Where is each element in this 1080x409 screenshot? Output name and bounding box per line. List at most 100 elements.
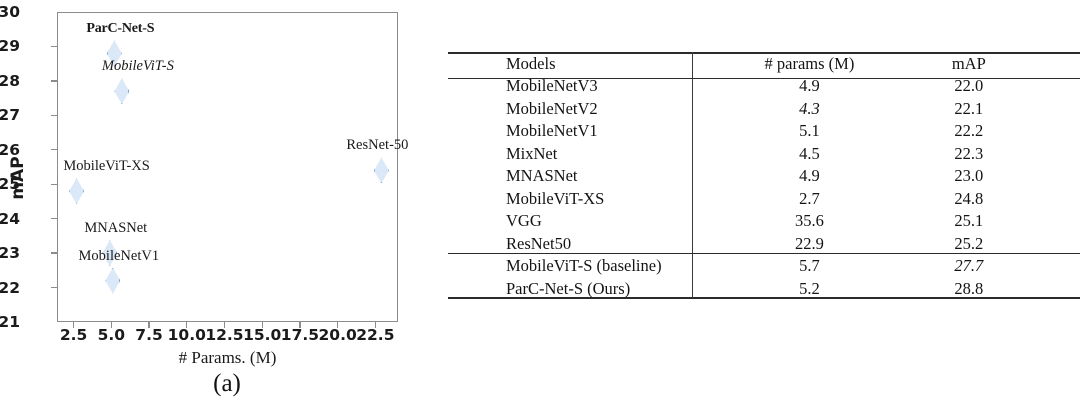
x-tick-mark bbox=[72, 322, 75, 328]
table-row: MNASNet 4.9 23.0 bbox=[448, 165, 1048, 188]
cell-map: 22.1 bbox=[954, 98, 984, 118]
scatter-point-label: MobileViT-S bbox=[101, 58, 174, 75]
scatter-point-label: MobileViT-XS bbox=[63, 158, 150, 175]
y-tick-mark bbox=[51, 114, 57, 117]
scatter-point-marker bbox=[105, 267, 121, 294]
cell-map: 27.7 bbox=[954, 256, 984, 275]
cell-model: MobileViT-XS bbox=[506, 188, 605, 208]
cell-model: ResNet50 bbox=[506, 233, 572, 253]
y-tick-mark bbox=[51, 183, 57, 185]
x-tick-mark bbox=[261, 322, 263, 328]
y-tick-label: 30 bbox=[0, 3, 20, 21]
cell-params: 2.7 bbox=[799, 188, 820, 208]
cell-model: MNASNet bbox=[506, 166, 578, 185]
table-row: MixNet 4.5 22.3 bbox=[448, 142, 1048, 165]
cell-map: 22.0 bbox=[954, 76, 984, 95]
x-tick-mark bbox=[299, 322, 301, 328]
scatter-point-label: MobileNetV1 bbox=[78, 247, 160, 264]
y-tick-label: 22 bbox=[0, 278, 20, 297]
scatter-point-label: MNASNet bbox=[84, 220, 148, 237]
cell-model: MobileViT-S (baseline) bbox=[506, 256, 662, 275]
table-bottom-rule bbox=[448, 297, 1080, 299]
table-group-rule bbox=[448, 253, 1080, 255]
x-tick-label: 2.5 bbox=[59, 326, 88, 344]
cell-params: 4.3 bbox=[799, 98, 820, 118]
y-tick-mark bbox=[51, 149, 57, 151]
table-row: MobileViT-S (baseline) 5.7 27.7 bbox=[448, 255, 1048, 278]
scatter-point-label: ParC-Net-S bbox=[86, 21, 155, 37]
scatter-point-marker bbox=[69, 178, 85, 205]
cell-map: 22.2 bbox=[954, 121, 984, 140]
column-header-map: mAP bbox=[951, 53, 986, 73]
table-header-row: Models # params (M) mAP bbox=[448, 52, 1048, 75]
table-row: MobileNetV2 4.3 22.1 bbox=[448, 97, 1048, 120]
y-axis-label: mAP bbox=[8, 156, 28, 200]
panel-a-caption: (a) bbox=[213, 370, 241, 397]
y-tick-label: 29 bbox=[0, 37, 20, 56]
cell-params: 5.7 bbox=[799, 256, 820, 275]
cell-map: 22.3 bbox=[954, 143, 984, 163]
table-row: MobileViT-XS 2.7 24.8 bbox=[448, 187, 1048, 210]
y-tick-mark bbox=[51, 45, 57, 48]
x-tick-label: 7.5 bbox=[135, 326, 163, 344]
results-table: Models # params (M) mAP MobileNetV3 4.9 22… bbox=[448, 52, 1048, 300]
figure-panel-b: Models # params (M) mAP MobileNetV3 4.9 22… bbox=[448, 0, 1080, 409]
cell-model: MixNet bbox=[506, 143, 558, 163]
cell-map: 24.8 bbox=[954, 188, 984, 208]
table-row: VGG 35.6 25.1 bbox=[448, 210, 1048, 233]
cell-map: 25.2 bbox=[954, 233, 984, 253]
y-tick-mark bbox=[51, 252, 57, 254]
cell-map: 25.1 bbox=[954, 211, 984, 230]
y-tick-mark bbox=[51, 286, 57, 289]
y-tick-label: 24 bbox=[0, 209, 20, 228]
column-header-params: # params (M) bbox=[764, 53, 855, 73]
scatter-point-marker bbox=[102, 240, 118, 267]
cell-model: MobileNetV1 bbox=[506, 121, 598, 140]
x-tick-mark bbox=[336, 322, 339, 328]
y-tick-label: 21 bbox=[0, 313, 20, 331]
table-header: Models # params (M) mAP bbox=[448, 52, 1048, 75]
x-tick-mark bbox=[223, 322, 226, 328]
y-tick-label: 23 bbox=[0, 244, 20, 263]
cell-params: 22.9 bbox=[794, 233, 824, 253]
table-row: MobileNetV3 4.9 22.0 bbox=[448, 75, 1048, 98]
cell-model: VGG bbox=[506, 211, 542, 230]
x-tick-mark bbox=[186, 322, 188, 328]
x-tick-mark bbox=[374, 322, 377, 328]
x-tick-mark bbox=[110, 322, 112, 328]
table-row: ResNet50 22.9 25.2 bbox=[448, 232, 1048, 255]
x-tick-mark bbox=[148, 322, 150, 328]
column-header-models: Models bbox=[506, 53, 556, 73]
cell-params: 4.5 bbox=[799, 143, 820, 163]
table-top-rule bbox=[448, 52, 1080, 54]
cell-model: MobileNetV2 bbox=[506, 98, 598, 118]
scatter-point-marker bbox=[106, 40, 122, 67]
x-tick-label: 5.0 bbox=[97, 326, 126, 344]
table-row: MobileNetV1 5.1 22.2 bbox=[448, 120, 1048, 143]
scatter-point-label: ResNet-50 bbox=[346, 137, 409, 154]
x-axis-label: # Params. (M) bbox=[178, 348, 277, 367]
cell-params: 4.9 bbox=[799, 166, 820, 185]
cell-params: 4.9 bbox=[799, 76, 820, 95]
scatter-point-marker bbox=[114, 78, 130, 105]
cell-map: 23.0 bbox=[954, 166, 984, 185]
y-tick-label: 25 bbox=[0, 175, 20, 194]
x-tick-label: 15.0 bbox=[243, 326, 282, 344]
cell-model: MobileNetV3 bbox=[506, 76, 598, 95]
table-column-separator bbox=[692, 52, 694, 298]
x-tick-label: 12.5 bbox=[205, 326, 244, 344]
cell-map: 28.8 bbox=[954, 278, 984, 298]
x-tick-label: 22.5 bbox=[356, 326, 395, 344]
x-tick-label: 10.0 bbox=[167, 326, 206, 344]
y-tick-mark bbox=[51, 80, 57, 82]
y-tick-label: 28 bbox=[0, 71, 20, 90]
scatter-point-marker bbox=[373, 157, 389, 184]
cell-params: 5.1 bbox=[799, 121, 820, 140]
x-tick-label: 20.0 bbox=[318, 326, 357, 344]
y-tick-label: 27 bbox=[0, 106, 20, 125]
x-tick-label: 17.5 bbox=[280, 326, 320, 344]
cell-params: 35.6 bbox=[794, 211, 824, 230]
